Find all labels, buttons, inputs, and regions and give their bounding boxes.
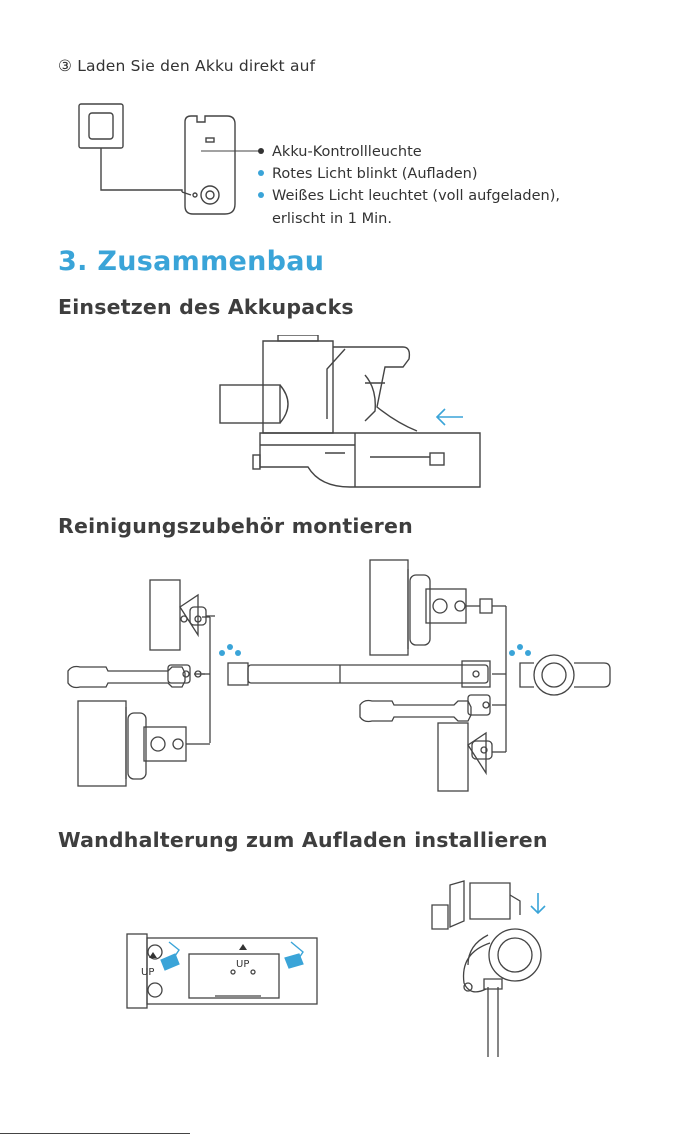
legend-item-white-light: Weißes Licht leuchtet (voll aufgeladen), (258, 187, 560, 205)
legend-item-indicator: Akku-Kontrollleuchte (258, 143, 422, 161)
battery-charging-illustration (70, 100, 270, 240)
legend-item-continuation: erlischt in 1 Min. (272, 210, 392, 228)
bullet-icon (258, 192, 264, 198)
footer-rule (0, 1133, 190, 1134)
up-label-center: UP (236, 959, 249, 970)
battery-insertion-illustration (215, 335, 485, 490)
legend-item-red-light: Rotes Licht blinkt (Aufladen) (258, 165, 478, 183)
charge-step-text: ③ Laden Sie den Akku direkt auf (58, 57, 315, 75)
accessories-illustration (60, 555, 640, 795)
accessories-title: Reinigungszubehör montieren (58, 514, 413, 538)
section-title: 3. Zusammenbau (58, 246, 324, 277)
wall-plate-illustration (125, 930, 325, 1010)
click-icon (219, 644, 531, 656)
bullet-icon (258, 170, 264, 176)
wall-mount-title: Wandhalterung zum Aufladen installieren (58, 828, 548, 852)
bullet-icon (258, 148, 264, 154)
vacuum-mounted-illustration (410, 875, 560, 1065)
battery-insert-title: Einsetzen des Akkupacks (58, 295, 354, 319)
up-label-left: UP (141, 967, 154, 978)
